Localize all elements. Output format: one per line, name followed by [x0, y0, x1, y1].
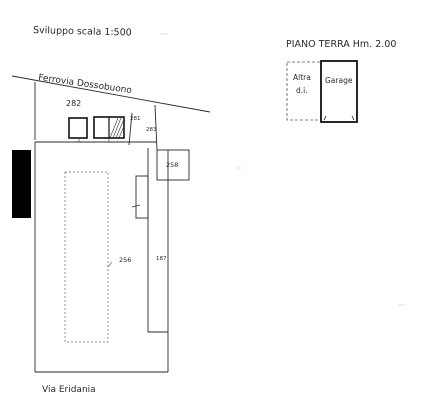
- drawing-title: Sviluppo scala 1:500: [33, 25, 132, 39]
- label-256-tick: [107, 261, 113, 268]
- railway-line: [11, 75, 211, 113]
- parcel-256-label: 256: [119, 256, 131, 264]
- parcel-282-label: 282: [66, 99, 81, 108]
- garage-label: Garage: [325, 76, 353, 85]
- garage-door-tick-left: [323, 115, 327, 121]
- parcel-283-label: 283: [146, 127, 157, 133]
- building-187-small: [135, 175, 149, 219]
- building-282-left: [68, 117, 88, 139]
- floor-plan: Altra d.i. Garage: [286, 60, 358, 123]
- parcel-187-label: 187: [156, 256, 167, 262]
- parcel-right-edge: [154, 104, 158, 151]
- building-281-hatch: [109, 117, 125, 139]
- altra-label: Altra: [293, 73, 311, 82]
- divider-281-283: [128, 112, 133, 146]
- black-block: [12, 150, 31, 218]
- parcel-281-label: 281: [130, 116, 141, 122]
- site-plan: [11, 75, 211, 373]
- building-187-tick: [131, 204, 141, 208]
- altra-sublabel: d.i.: [296, 86, 308, 95]
- building-256-outline: [64, 171, 109, 343]
- floor-plan-title: PIANO TERRA Hm. 2.00: [286, 39, 396, 50]
- parcel-258-box: [156, 149, 190, 181]
- parcel-258-label: 258: [166, 161, 178, 169]
- railway-label: Ferrovia Dossobuono: [38, 73, 133, 96]
- garage-room-outline: [320, 60, 358, 123]
- street-label: Via Eridania: [42, 385, 96, 395]
- garage-door-tick-right: [351, 115, 355, 121]
